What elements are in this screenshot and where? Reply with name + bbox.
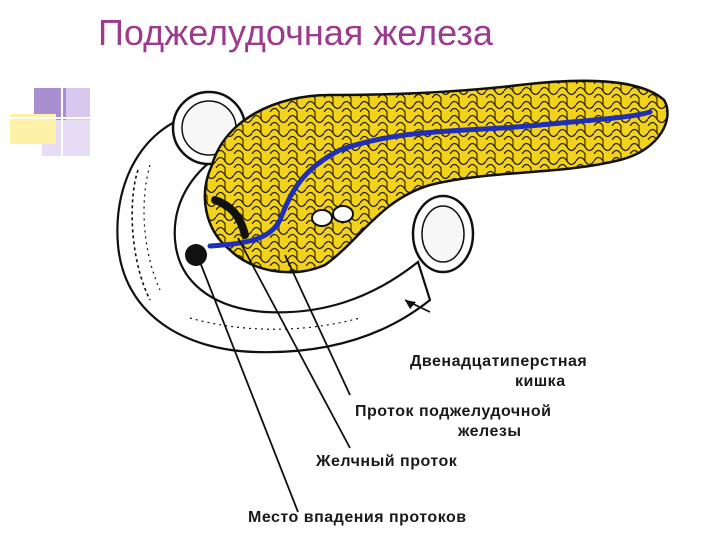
label-bile-duct: Желчный проток <box>316 453 458 470</box>
label-duct-line1: Проток поджелудочной <box>355 403 552 420</box>
duodenum <box>116 110 432 354</box>
label-duodenum-line2: кишка <box>515 373 566 390</box>
slide-decoration <box>8 84 100 160</box>
slide-title: Поджелудочная железа <box>98 12 493 53</box>
duct-junction <box>185 244 207 266</box>
deco-square-purple-light <box>66 88 90 120</box>
pointer-bile <box>237 237 351 449</box>
label-duct-line2: железы <box>458 423 522 440</box>
duodenum-folds <box>131 169 151 301</box>
label-junction: Место впадения протоков <box>248 509 467 526</box>
pointer-junction <box>199 261 299 513</box>
pointer-duct <box>284 254 351 396</box>
label-duodenum-line1: Двенадцатиперстная <box>410 353 588 370</box>
pancreatic-duct <box>207 109 653 249</box>
bile-duct <box>211 196 249 239</box>
